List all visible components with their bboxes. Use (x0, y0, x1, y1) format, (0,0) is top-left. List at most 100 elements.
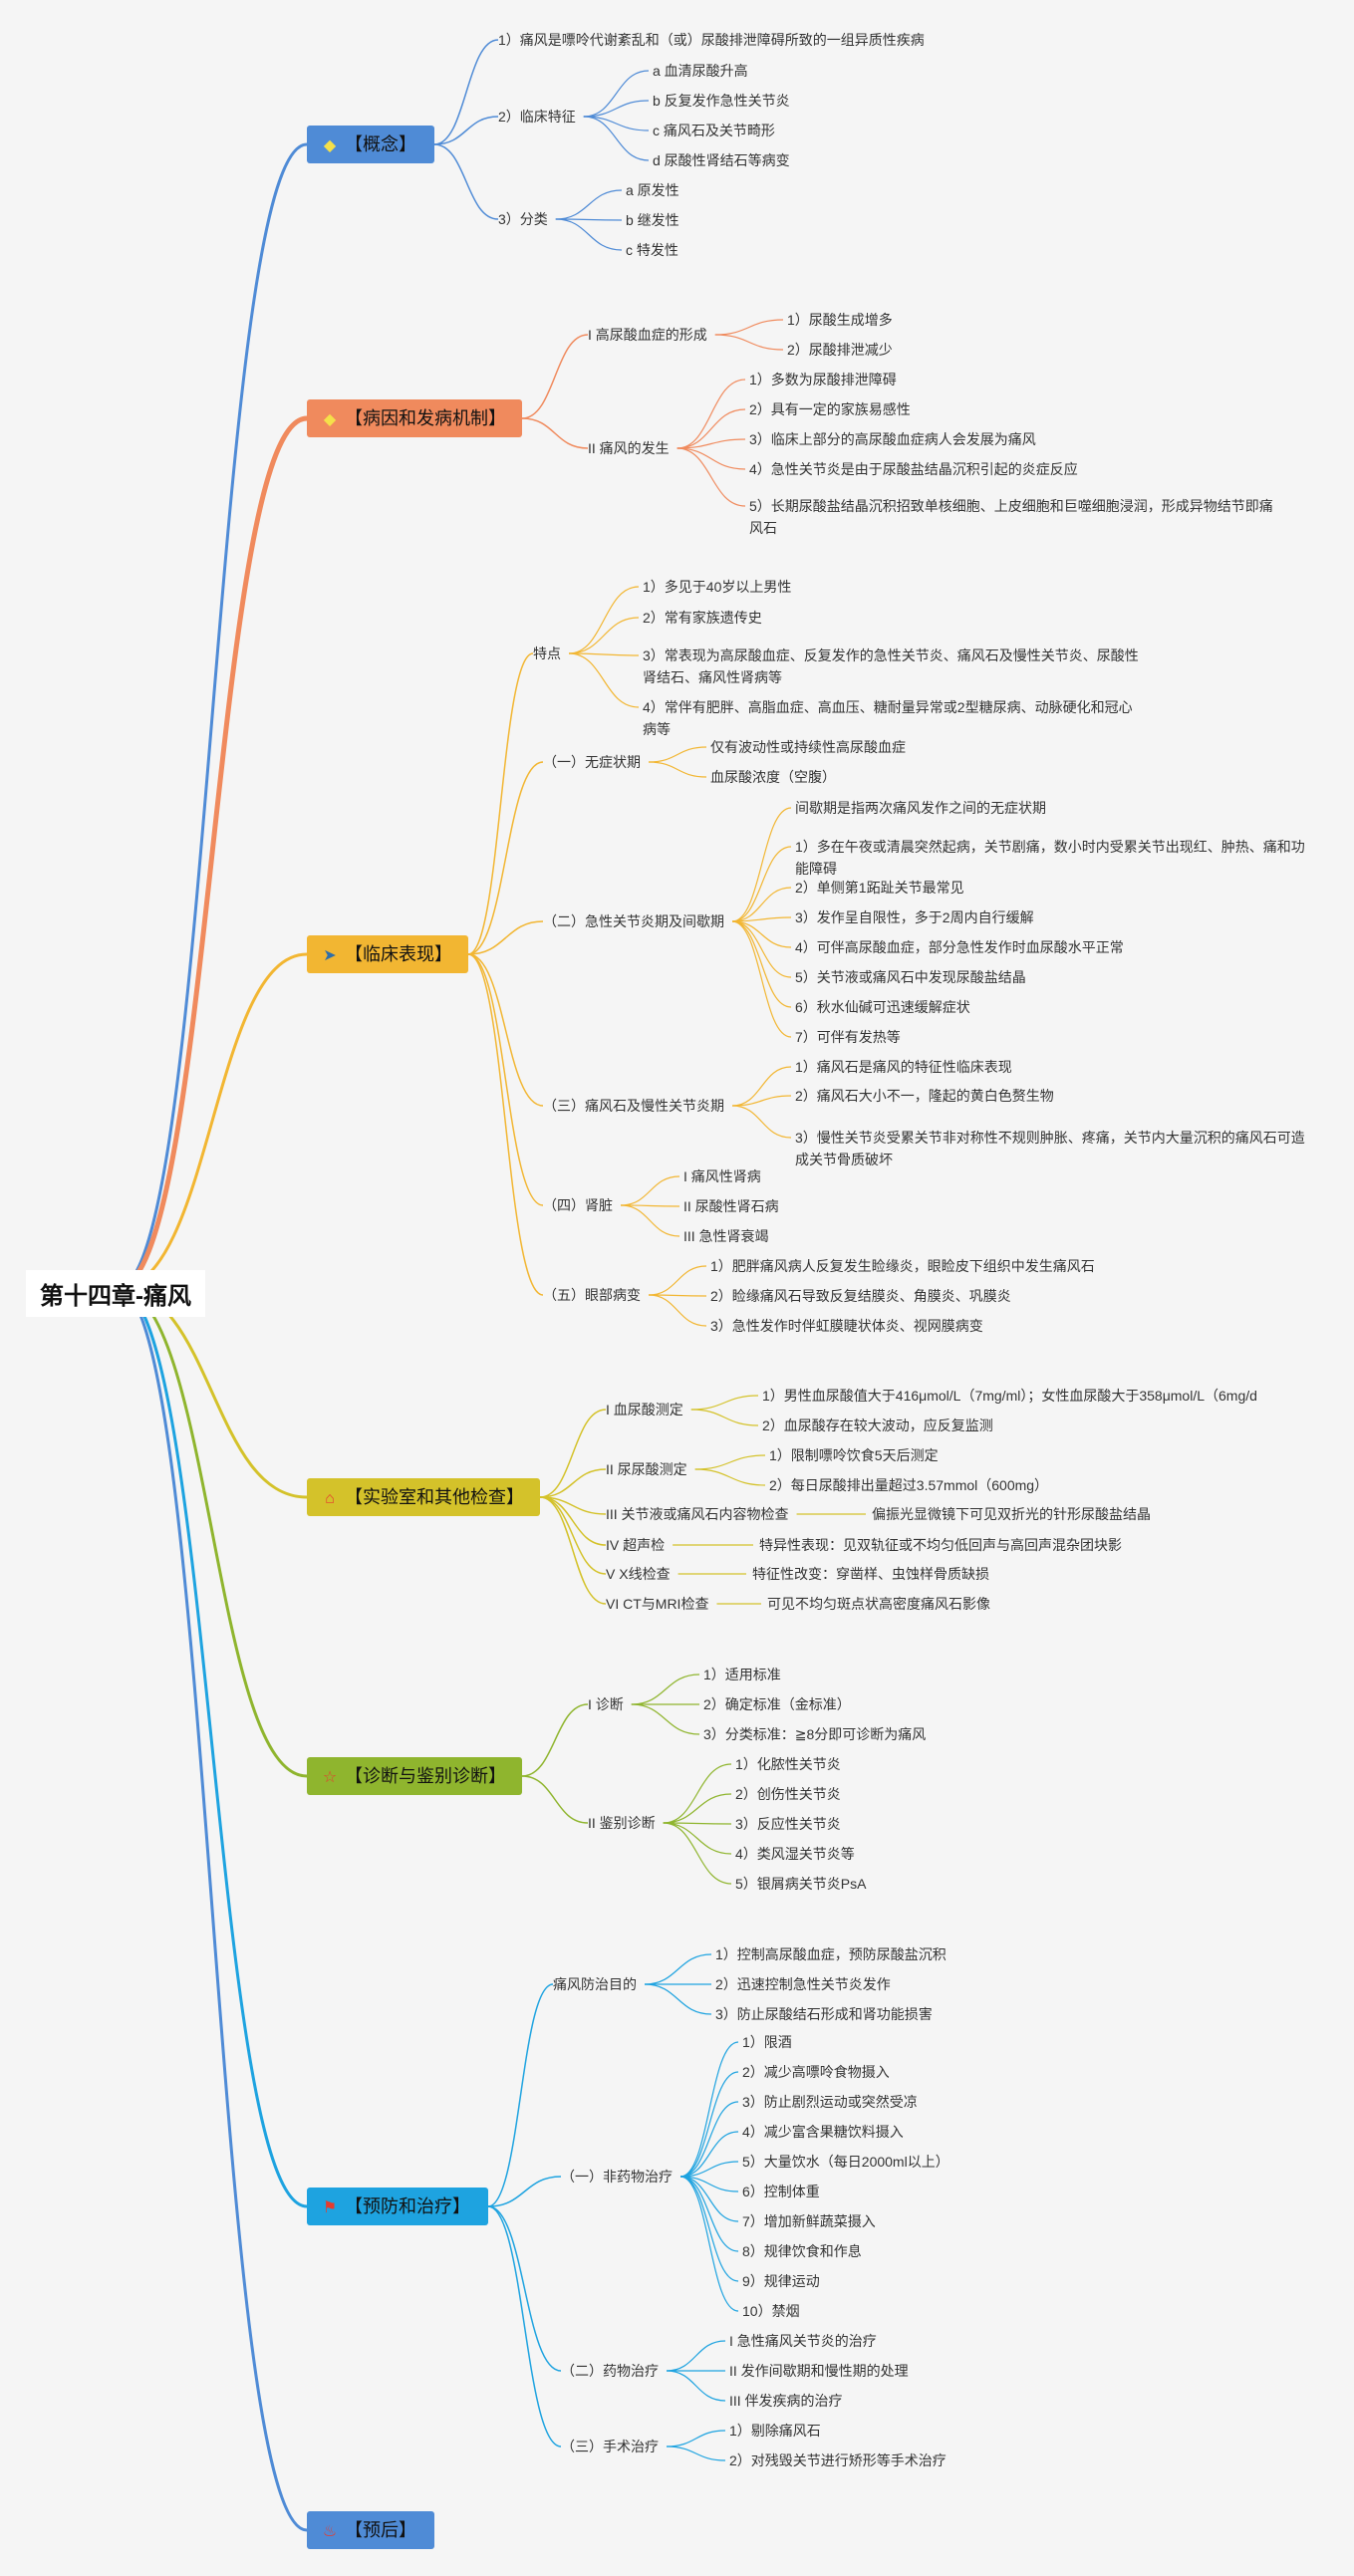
leaf-topic[interactable]: b 继发性 (626, 212, 679, 228)
subtopic[interactable]: 1）痛风是嘌呤代谢紊乱和（或）尿酸排泄障碍所致的一组异质性疾病 (498, 32, 925, 48)
leaf-topic[interactable]: 4）急性关节炎是由于尿酸盐结晶沉积引起的炎症反应 (749, 461, 1078, 477)
leaf-topic[interactable]: 5）大量饮水（每日2000ml以上） (742, 2154, 949, 2170)
leaf-topic[interactable]: 2）减少高嘌呤食物摄入 (742, 2064, 890, 2080)
subtopic[interactable]: II 鉴别诊断 (588, 1815, 656, 1831)
leaf-topic[interactable]: 8）规律饮食和作息 (742, 2243, 862, 2259)
leaf-topic[interactable]: 3）分类标准：≧8分即可诊断为痛风 (703, 1726, 927, 1742)
leaf-topic[interactable]: 6）秋水仙碱可迅速缓解症状 (795, 999, 970, 1015)
leaf-topic[interactable]: 3）防止尿酸结石形成和肾功能损害 (715, 2006, 933, 2022)
leaf-topic[interactable]: 4）常伴有肥胖、高脂血症、高血压、糖耐量异常或2型糖尿病、动脉硬化和冠心病等 (643, 699, 1133, 737)
leaf-topic[interactable]: 血尿酸浓度（空腹） (710, 769, 836, 785)
leaf-topic[interactable]: I 急性痛风关节炎的治疗 (729, 2333, 877, 2349)
leaf-topic[interactable]: 9）规律运动 (742, 2273, 820, 2289)
leaf-topic[interactable]: 3）慢性关节炎受累关节非对称性不规则肿胀、疼痛，关节内大量沉积的痛风石可造成关节… (795, 1130, 1305, 1167)
leaf-topic[interactable]: 可见不均匀斑点状高密度痛风石影像 (767, 1596, 990, 1612)
leaf-topic[interactable]: 1）男性血尿酸值大于416μmol/L（7mg/ml）；女性血尿酸大于358μm… (762, 1388, 1257, 1404)
subtopic[interactable]: （三）手术治疗 (561, 2439, 659, 2454)
leaf-topic[interactable]: 1）多数为尿酸排泄障碍 (749, 372, 897, 387)
leaf-topic[interactable]: III 急性肾衰竭 (683, 1228, 769, 1244)
leaf-topic[interactable]: II 尿酸性肾石病 (683, 1198, 779, 1214)
branch-topic[interactable]: ⚑【预防和治疗】 (307, 2188, 488, 2225)
leaf-topic[interactable]: 5）长期尿酸盐结晶沉积招致单核细胞、上皮细胞和巨噬细胞浸润，形成异物结节即痛风石 (749, 498, 1273, 536)
leaf-topic[interactable]: 1）化脓性关节炎 (735, 1756, 841, 1772)
leaf-topic[interactable]: 3）防止剧烈运动或突然受凉 (742, 2094, 918, 2110)
leaf-topic[interactable]: 2）确定标准（金标准） (703, 1696, 851, 1712)
branch-topic[interactable]: ➤【临床表现】 (307, 935, 468, 973)
leaf-topic[interactable]: 4）减少富含果糖饮料摄入 (742, 2124, 904, 2140)
leaf-topic[interactable]: 1）尿酸生成增多 (787, 312, 893, 328)
leaf-topic[interactable]: 3）临床上部分的高尿酸血症病人会发展为痛风 (749, 431, 1036, 447)
leaf-topic[interactable]: 偏振光显微镜下可见双折光的针形尿酸盐结晶 (872, 1506, 1151, 1522)
subtopic[interactable]: II 尿尿酸测定 (606, 1461, 687, 1477)
subtopic[interactable]: 3）分类 (498, 211, 548, 227)
subtopic[interactable]: 特点 (533, 645, 561, 661)
leaf-topic[interactable]: 10）禁烟 (742, 2303, 800, 2319)
leaf-topic[interactable]: 2）具有一定的家族易感性 (749, 401, 911, 417)
leaf-topic[interactable]: 2）血尿酸存在较大波动，应反复监测 (762, 1417, 993, 1433)
subtopic[interactable]: I 诊断 (588, 1696, 624, 1712)
leaf-topic[interactable]: 3）发作呈自限性，多于2周内自行缓解 (795, 909, 1034, 925)
branch-topic[interactable]: ◆【病因和发病机制】 (307, 399, 522, 437)
subtopic[interactable]: V X线检查 (606, 1566, 671, 1582)
subtopic[interactable]: （五）眼部病变 (543, 1287, 641, 1303)
root-topic[interactable]: 第十四章-痛风 (26, 1270, 205, 1317)
leaf-topic[interactable]: 5）银屑病关节炎PsA (735, 1876, 867, 1892)
leaf-topic[interactable]: 间歇期是指两次痛风发作之间的无症状期 (795, 800, 1046, 816)
leaf-topic[interactable]: II 发作间歇期和慢性期的处理 (729, 2363, 909, 2379)
leaf-topic[interactable]: 1）限酒 (742, 2034, 792, 2050)
leaf-topic[interactable]: c 痛风石及关节畸形 (653, 123, 775, 138)
leaf-topic[interactable]: 5）关节液或痛风石中发现尿酸盐结晶 (795, 969, 1026, 985)
subtopic[interactable]: I 血尿酸测定 (606, 1402, 683, 1417)
branch-topic[interactable]: ☆【诊断与鉴别诊断】 (307, 1757, 522, 1795)
leaf-topic[interactable]: 特征性改变：穿凿样、虫蚀样骨质缺损 (752, 1566, 989, 1582)
subtopic[interactable]: III 关节液或痛风石内容物检查 (606, 1506, 789, 1522)
leaf-topic[interactable]: 1）剔除痛风石 (729, 2423, 821, 2439)
subtopic[interactable]: VI CT与MRI检查 (606, 1596, 709, 1612)
leaf-topic[interactable]: a 血清尿酸升高 (653, 63, 748, 79)
leaf-topic[interactable]: 6）控制体重 (742, 2184, 820, 2199)
leaf-topic[interactable]: 2）常有家族遗传史 (643, 610, 762, 626)
leaf-topic[interactable]: 特异性表现：见双轨征或不均匀低回声与高回声混杂团块影 (759, 1537, 1122, 1553)
leaf-topic[interactable]: 1）痛风石是痛风的特征性临床表现 (795, 1059, 1012, 1075)
subtopic[interactable]: （一）无症状期 (543, 754, 641, 770)
subtopic[interactable]: （三）痛风石及慢性关节炎期 (543, 1098, 724, 1114)
leaf-topic[interactable]: 2）创伤性关节炎 (735, 1786, 841, 1802)
leaf-topic[interactable]: 1）限制嘌呤饮食5天后测定 (769, 1447, 939, 1463)
leaf-topic[interactable]: I 痛风性肾病 (683, 1168, 761, 1184)
leaf-topic[interactable]: 1）适用标准 (703, 1667, 781, 1682)
leaf-topic[interactable]: a 原发性 (626, 182, 679, 198)
subtopic[interactable]: 2）临床特征 (498, 109, 576, 125)
subtopic[interactable]: （一）非药物治疗 (561, 2169, 673, 2185)
leaf-topic[interactable]: 2）睑缘痛风石导致反复结膜炎、角膜炎、巩膜炎 (710, 1288, 1011, 1304)
branch-topic[interactable]: ♨【预后】 (307, 2511, 434, 2549)
subtopic[interactable]: （二）急性关节炎期及间歇期 (543, 913, 724, 929)
branch-topic[interactable]: ◆【概念】 (307, 126, 434, 163)
subtopic[interactable]: （二）药物治疗 (561, 2363, 659, 2379)
leaf-topic[interactable]: 2）对残毁关节进行矫形等手术治疗 (729, 2452, 947, 2468)
leaf-topic[interactable]: 4）可伴高尿酸血症，部分急性发作时血尿酸水平正常 (795, 939, 1124, 955)
subtopic[interactable]: I 高尿酸血症的形成 (588, 327, 707, 343)
leaf-topic[interactable]: c 特发性 (626, 242, 678, 258)
subtopic[interactable]: （四）肾脏 (543, 1197, 613, 1213)
leaf-topic[interactable]: b 反复发作急性关节炎 (653, 93, 790, 109)
subtopic[interactable]: 痛风防治目的 (553, 1976, 637, 1992)
leaf-topic[interactable]: 3）常表现为高尿酸血症、反复发作的急性关节炎、痛风石及慢性关节炎、尿酸性肾结石、… (643, 647, 1139, 685)
leaf-topic[interactable]: 2）每日尿酸排出量超过3.57mmol（600mg） (769, 1477, 1049, 1493)
leaf-topic[interactable]: 1）控制高尿酸血症，预防尿酸盐沉积 (715, 1946, 947, 1962)
leaf-topic[interactable]: 1）肥胖痛风病人反复发生睑缘炎，眼睑皮下组织中发生痛风石 (710, 1258, 1095, 1274)
branch-topic[interactable]: ⌂【实验室和其他检查】 (307, 1478, 540, 1516)
leaf-topic[interactable]: 1）多见于40岁以上男性 (643, 579, 792, 595)
leaf-topic[interactable]: 3）反应性关节炎 (735, 1816, 841, 1832)
leaf-topic[interactable]: 仅有波动性或持续性高尿酸血症 (710, 739, 906, 755)
subtopic[interactable]: II 痛风的发生 (588, 440, 670, 456)
leaf-topic[interactable]: d 尿酸性肾结石等病变 (653, 152, 790, 168)
leaf-topic[interactable]: III 伴发疾病的治疗 (729, 2393, 843, 2409)
subtopic[interactable]: IV 超声检 (606, 1537, 666, 1553)
leaf-topic[interactable]: 1）多在午夜或清晨突然起病，关节剧痛，数小时内受累关节出现红、肿热、痛和功能障碍 (795, 839, 1305, 877)
leaf-topic[interactable]: 2）单侧第1跖趾关节最常见 (795, 880, 964, 896)
leaf-topic[interactable]: 3）急性发作时伴虹膜睫状体炎、视网膜病变 (710, 1318, 983, 1334)
leaf-topic[interactable]: 2）尿酸排泄减少 (787, 342, 893, 358)
leaf-topic[interactable]: 2）迅速控制急性关节炎发作 (715, 1976, 891, 1992)
leaf-topic[interactable]: 2）痛风石大小不一，隆起的黄白色赘生物 (795, 1088, 1054, 1104)
leaf-topic[interactable]: 7）增加新鲜蔬菜摄入 (742, 2213, 876, 2229)
